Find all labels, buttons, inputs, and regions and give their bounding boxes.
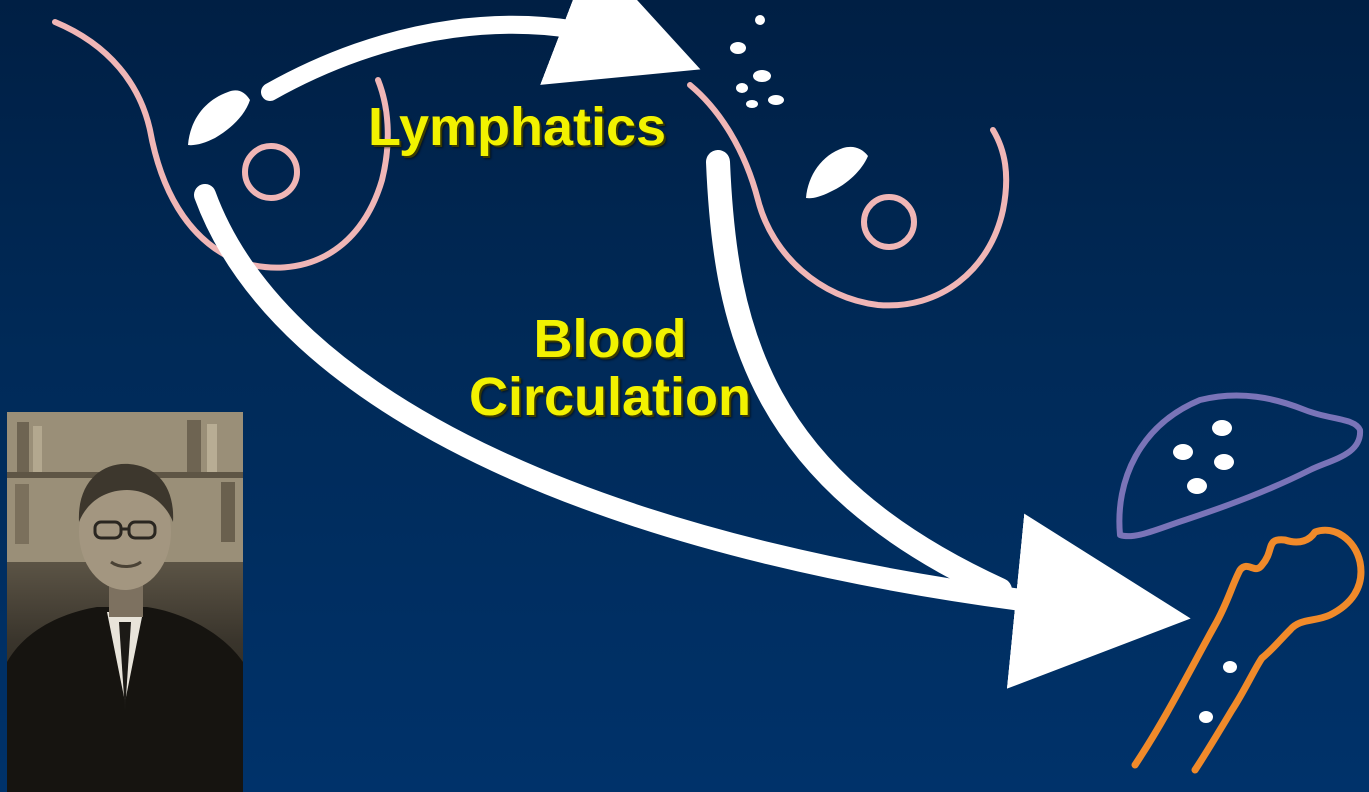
lymphatics-label: Lymphatics [368,98,666,156]
blood-label-line2: Circulation [430,368,790,426]
lymph-node-cluster-icon [730,15,784,108]
bone-icon [1135,530,1361,770]
portrait-photo [7,412,243,792]
blood-label-line1: Blood [430,310,790,368]
tumor-icon-left [188,90,250,145]
lymphatics-arrow [270,25,650,92]
tumor-icon-right [806,147,868,198]
portrait-photo-icon [7,412,243,792]
liver-icon [1119,395,1360,536]
blood-circulation-label: Blood Circulation [430,310,790,427]
